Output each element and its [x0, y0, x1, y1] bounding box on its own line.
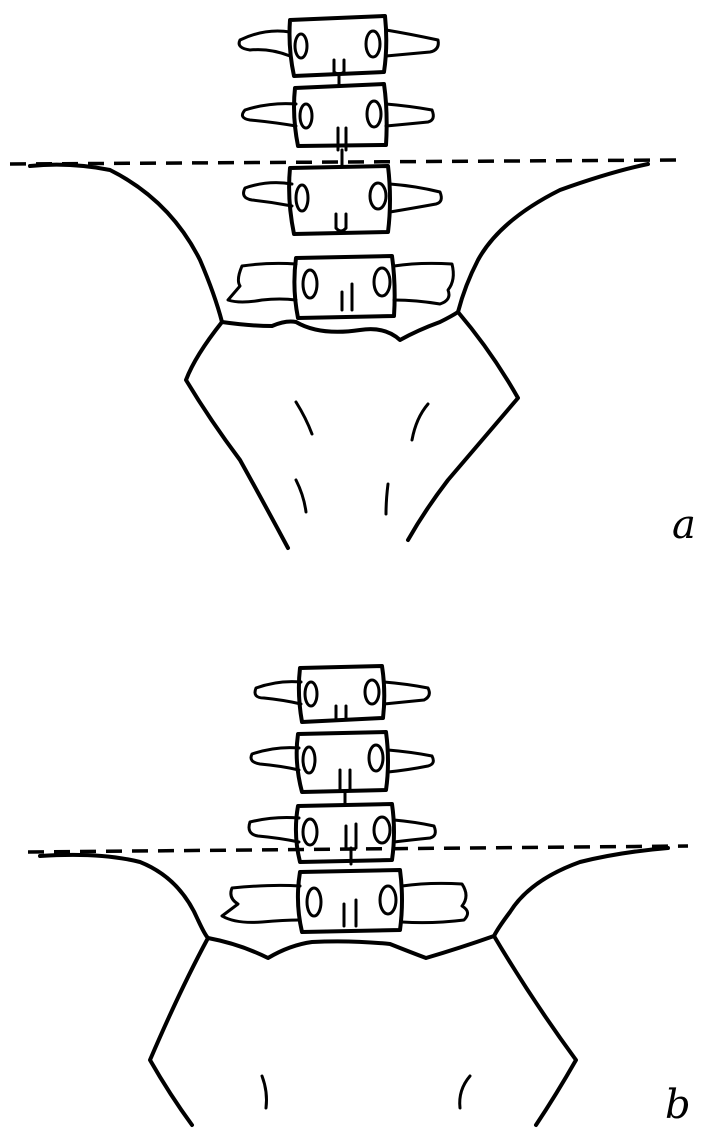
panel-a-vertebra-2 [242, 84, 433, 166]
panel-a-label: a [672, 505, 696, 545]
panel-a-vertebra-3 [244, 166, 442, 234]
panel-a-drawing [10, 16, 680, 548]
panel-b-vertebra-2 [251, 732, 433, 804]
panel-b-vertebra-3 [249, 804, 435, 864]
panel-a-sacrum [186, 312, 518, 548]
panel-b-vertebra-1 [255, 666, 429, 722]
panel-b-vertebra-4 [222, 870, 468, 932]
panel-b-reference-line [28, 846, 688, 852]
panel-a-vertebra-4 [228, 256, 453, 318]
panel-b-drawing [28, 666, 688, 1125]
panel-b-sacrum [150, 936, 576, 1125]
panel-b-right-iliac-crest [494, 848, 668, 936]
panel-a-left-iliac-crest [30, 165, 222, 322]
panel-a-reference-line [10, 160, 680, 164]
panel-b-label: b [665, 1085, 691, 1125]
panel-a-right-iliac-crest [458, 164, 648, 312]
panel-a-vertebra-1 [239, 16, 438, 86]
panel-b-left-iliac-crest [40, 855, 208, 938]
